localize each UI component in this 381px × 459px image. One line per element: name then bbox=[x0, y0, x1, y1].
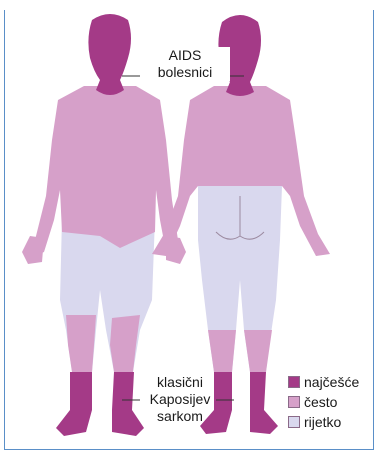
front-torso-medium bbox=[30, 86, 180, 258]
legend-item-frequent: često bbox=[288, 393, 359, 411]
aids-patients-label: AIDS bolesnici bbox=[140, 47, 230, 81]
ks-label-line1: klasični bbox=[140, 374, 220, 391]
front-right-knee-medium bbox=[110, 315, 140, 372]
legend-swatch-most-frequent bbox=[288, 376, 300, 388]
aids-label-line2: bolesnici bbox=[142, 64, 228, 81]
classic-kaposi-label: klasični Kaposijev sarkom bbox=[138, 374, 222, 425]
legend-swatch-frequent bbox=[288, 396, 300, 408]
legend-label-frequent: često bbox=[304, 394, 337, 410]
front-left-hand bbox=[22, 236, 44, 264]
legend-label-rare: rijetko bbox=[304, 414, 341, 430]
legend-label-most-frequent: najčešće bbox=[304, 374, 359, 390]
front-left-foot-dark bbox=[56, 372, 92, 436]
back-right-calf-medium bbox=[244, 330, 272, 372]
aids-label-line1: AIDS bbox=[142, 47, 228, 64]
legend-item-rare: rijetko bbox=[288, 413, 359, 431]
back-left-calf-medium bbox=[208, 330, 236, 372]
ks-label-line2: Kaposijev bbox=[140, 391, 220, 408]
front-left-knee-medium bbox=[66, 315, 96, 372]
frequency-legend: najčešće često rijetko bbox=[288, 373, 359, 433]
back-right-foot-dark bbox=[250, 372, 278, 434]
legend-item-most-frequent: najčešće bbox=[288, 373, 359, 391]
front-head-dark bbox=[88, 14, 131, 95]
ks-label-line3: sarkom bbox=[140, 408, 220, 425]
legend-swatch-rare bbox=[288, 416, 300, 428]
